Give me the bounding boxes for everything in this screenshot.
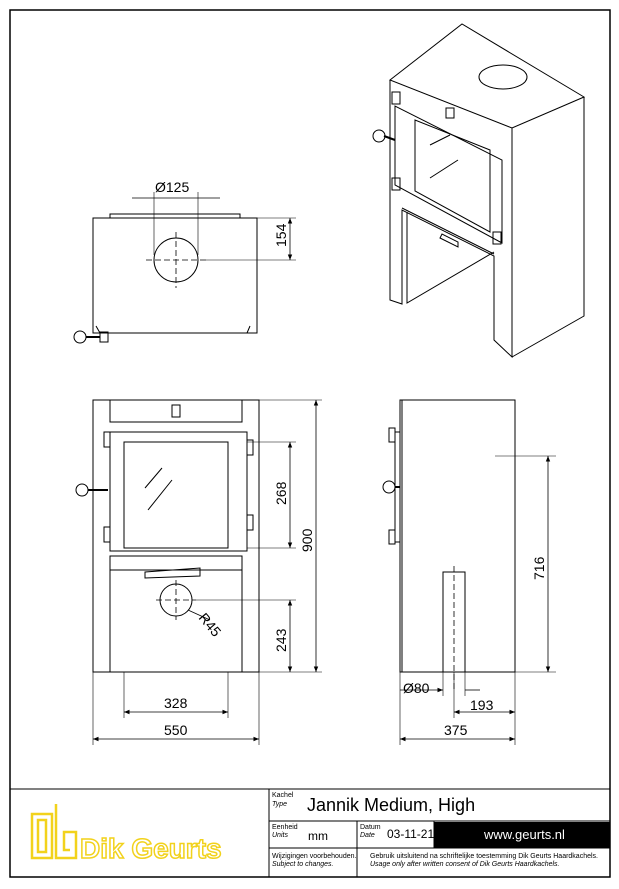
product-name: Jannik Medium, High xyxy=(307,795,475,815)
dik-geurts-logo-icon xyxy=(30,804,78,860)
drawing-frame xyxy=(9,9,611,878)
dim-ash-height: 243 xyxy=(273,628,289,652)
unit-label: Eenheid xyxy=(272,824,298,831)
type-label: Kachel xyxy=(272,792,294,799)
website-bar xyxy=(434,822,610,848)
flue-outlet-iso xyxy=(478,64,528,90)
dim-window-height: 268 xyxy=(273,481,289,505)
date-label: Datum xyxy=(360,824,381,831)
dim-side-flue: Ø80 xyxy=(403,680,430,696)
type-label-en: Type xyxy=(272,801,287,808)
unit-label-en: Units xyxy=(272,832,288,839)
side-view xyxy=(382,399,556,745)
website-link[interactable]: www.geurts.nl xyxy=(483,827,565,842)
date-label-en: Date xyxy=(360,832,375,839)
handle-knob-iso xyxy=(372,129,386,143)
unit-value: mm xyxy=(308,829,328,843)
dim-total-width: 550 xyxy=(164,722,188,738)
dim-side-height: 716 xyxy=(531,556,547,580)
dim-inner-width: 328 xyxy=(164,695,188,711)
date-value: 03-11-21 xyxy=(387,827,434,841)
handle-knob-top xyxy=(73,330,87,344)
usage-nl: Gebruik uitsluitend na schriftelijke toe… xyxy=(370,853,598,860)
front-view xyxy=(75,399,322,745)
handle-knob-front xyxy=(75,483,89,497)
dim-side-offset: 193 xyxy=(470,697,494,713)
brand-name: Dik Geurts xyxy=(80,833,222,864)
isometric-view xyxy=(372,23,586,359)
dim-flue-diameter: Ø125 xyxy=(155,179,189,195)
dim-total-height: 900 xyxy=(299,528,315,552)
handle-knob-side xyxy=(382,480,396,494)
usage-en: Usage only after written consent of Dik … xyxy=(370,861,560,868)
top-view xyxy=(73,192,296,344)
dim-ash-radius: R45 xyxy=(196,610,225,640)
notice-en: Subject to changes. xyxy=(272,861,334,868)
dim-depth: 375 xyxy=(444,722,468,738)
notice-nl: Wijzigingen voorbehouden. xyxy=(272,853,356,860)
dim-flue-offset: 154 xyxy=(273,223,289,247)
